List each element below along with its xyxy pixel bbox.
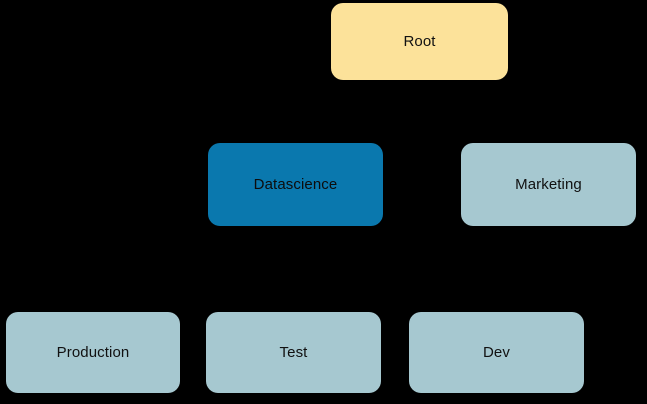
node-datascience[interactable]: Datascience [208,143,383,226]
node-marketing[interactable]: Marketing [461,143,636,226]
node-root[interactable]: Root [331,3,508,80]
node-test[interactable]: Test [206,312,381,393]
node-dev[interactable]: Dev [409,312,584,393]
node-test-label: Test [279,344,308,361]
node-production-label: Production [56,344,130,361]
node-root-label: Root [403,33,436,50]
node-production[interactable]: Production [6,312,180,393]
node-datascience-label: Datascience [253,176,338,193]
node-marketing-label: Marketing [515,176,582,193]
node-dev-label: Dev [483,344,510,361]
